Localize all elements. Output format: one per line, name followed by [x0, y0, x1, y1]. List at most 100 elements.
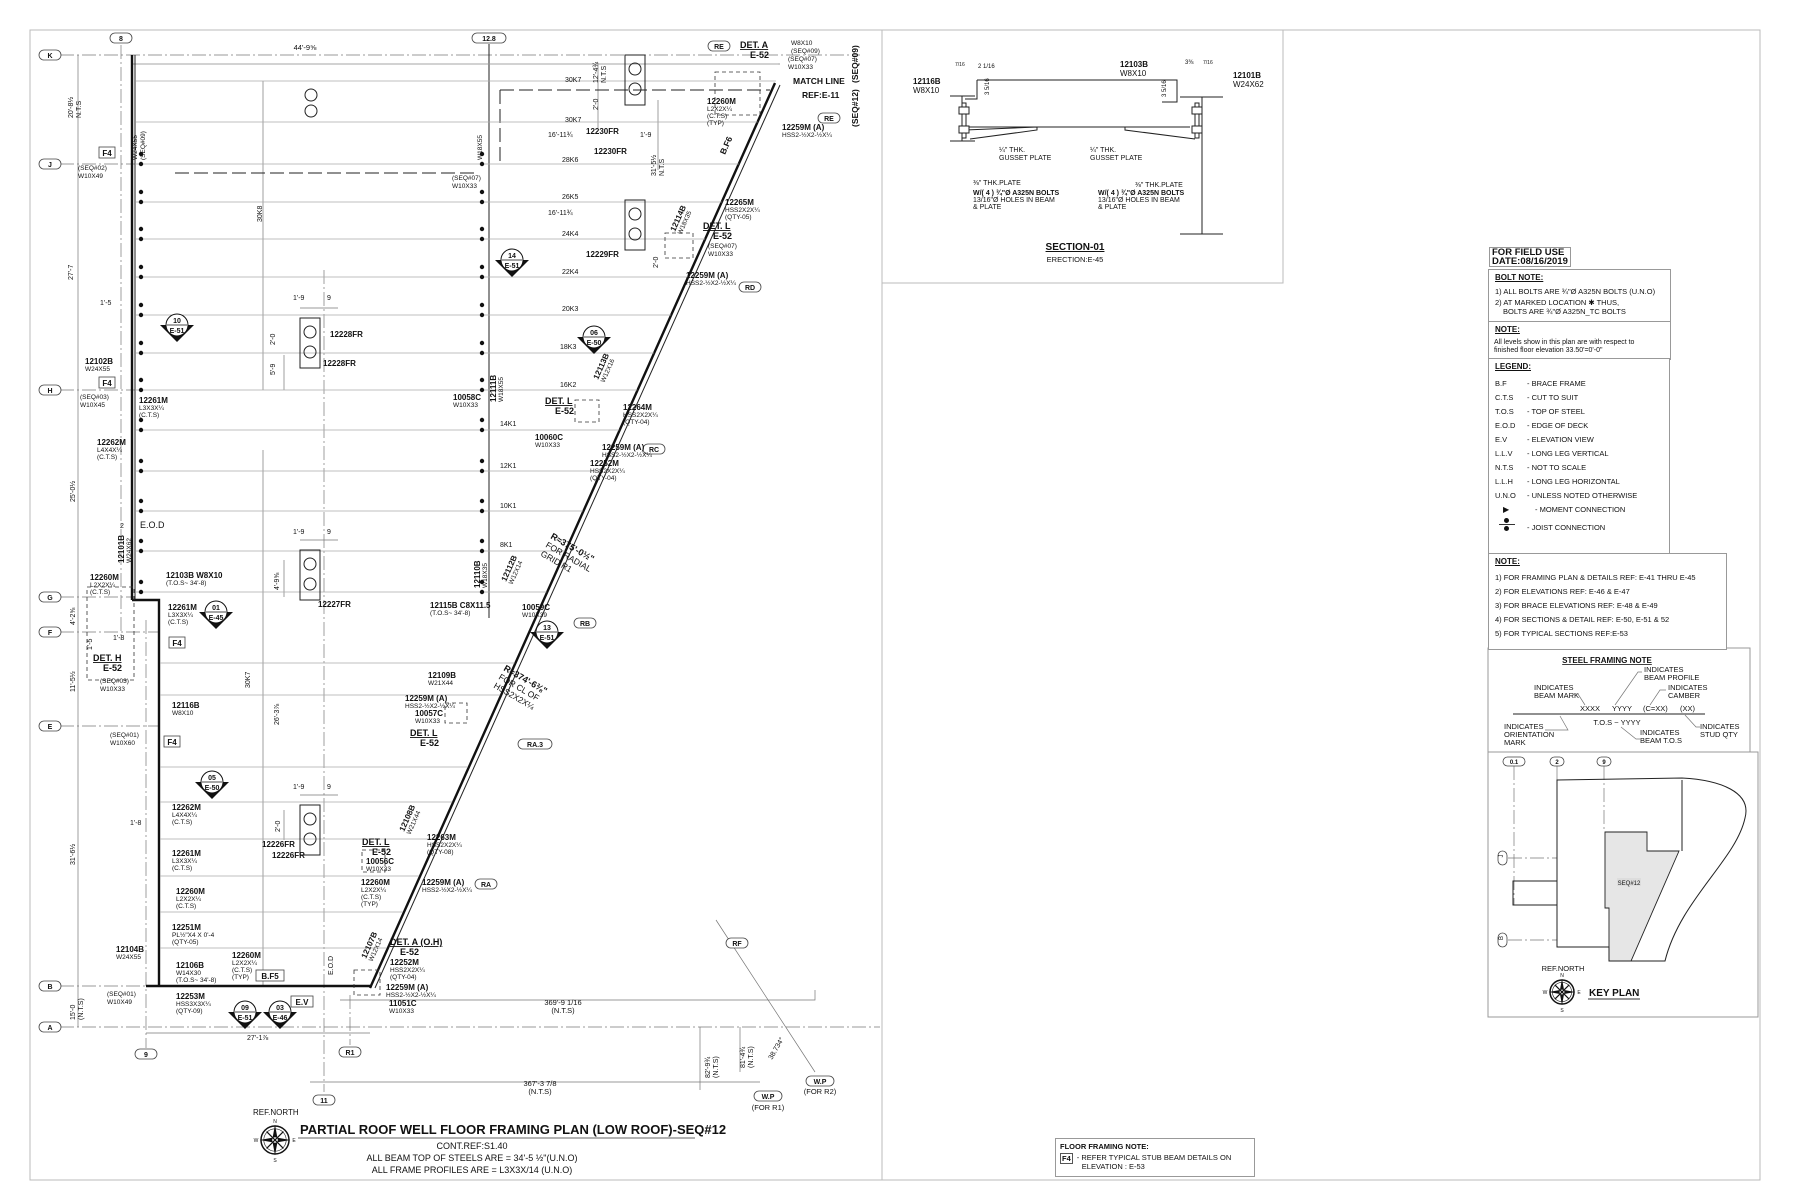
plan-annotation: 12229FR: [586, 250, 619, 259]
plan-annotation: 1'-8: [113, 635, 125, 642]
field-camber: (C=XX): [1643, 704, 1668, 713]
plan-annotation: 12103B W8X10(T.O.S~ 34'-8): [166, 571, 223, 587]
roof-frame-opening: [299, 317, 321, 369]
section-erection-ref: ERECTION:E-45: [1047, 255, 1104, 264]
grid-bubble: [38, 158, 62, 170]
gusset-plate-right: [1124, 127, 1196, 140]
legend-desc: - JOIST CONNECTION: [1527, 523, 1606, 533]
joist-connection-icon: [138, 548, 144, 554]
section-marker: 13E-51: [530, 620, 564, 649]
grid-bubble-label: 11: [320, 1098, 328, 1105]
plan-annotation: 31'-5½N.T.S: [650, 155, 666, 176]
joist-connection-icon: [479, 199, 485, 205]
drain-icon: [303, 557, 317, 571]
reference-item: 2) FOR ELEVATIONS REF: E-46 & E-47: [1495, 586, 1630, 596]
joist-connection-icon: [479, 579, 485, 585]
plan-annotation: 30K8: [257, 206, 264, 222]
plan-annotation: R≈374'-6⅜"FOR CL OFHSS2X2X¼: [492, 663, 549, 713]
key-col-label: 0.1: [1510, 760, 1519, 766]
legend-desc: - EDGE OF DECK: [1527, 420, 1589, 430]
drain-icon: [303, 832, 317, 846]
grid-bubble: [817, 112, 841, 124]
tag-box: [98, 376, 116, 389]
grid-bubble: [707, 40, 731, 52]
grid-bubble-label: 12.8: [482, 36, 496, 43]
plan-annotation: 12114BW18X35: [669, 204, 695, 236]
grid-bubble-label: RA.3: [527, 742, 543, 749]
plan-annotation: (SEQ#03)W10X45: [80, 394, 109, 409]
joist-connection-icon: [138, 538, 144, 544]
plan-annotation: 12110BW18X35: [473, 560, 489, 588]
grid-bubble-label: W.P: [762, 1094, 775, 1101]
grid-bubble: [134, 1048, 158, 1060]
floor-note-text: ELEVATION : E-53: [1081, 1162, 1145, 1171]
plan-annotation: 2'-0: [270, 333, 277, 345]
plan-annotation: 26K5: [562, 194, 578, 201]
detail-callout-box: [714, 71, 761, 116]
levels-note-heading: NOTE:: [1495, 325, 1520, 334]
dim-label: 3 5/16: [1162, 80, 1168, 97]
key-row-label: B: [1499, 936, 1505, 940]
frame-note: ALL FRAME PROFILES ARE = L3X3X/14 (U.N.O…: [372, 1165, 573, 1175]
levels-note-text: finished floor elevation 33.50'=0'-0": [1494, 346, 1603, 354]
tos-field: T.O.S ~ YYYY: [1593, 718, 1640, 727]
compass-w-label: W: [1543, 990, 1548, 996]
section-marker-sheet: E-46: [273, 1015, 288, 1022]
legend-desc: - BRACE FRAME: [1527, 378, 1586, 388]
top-beam-mark: 12103B: [1120, 60, 1148, 69]
grid-bubble-label: B: [47, 984, 52, 991]
plan-annotation: 12227FR: [318, 600, 351, 609]
section-marker-number: 06: [590, 330, 598, 337]
plan-annotation: 12108BW21X44: [398, 803, 424, 835]
plan-annotation: 367'-3 7/8(N.T.S): [523, 1079, 556, 1096]
floor-note-text: - REFER TYPICAL STUB BEAM DETAILS ON: [1076, 1153, 1232, 1162]
legend-desc: - TOP OF STEEL: [1527, 406, 1585, 416]
plan-annotation: 1'-9: [640, 132, 652, 139]
drain-icon: [628, 62, 642, 76]
legend-item: L.L.V- LONG LEG VERTICAL: [1495, 449, 1669, 458]
plan-annotation: 12113BW12X16: [592, 352, 618, 384]
references-heading: NOTE:: [1495, 557, 1520, 566]
plan-annotation: 369'-9 1/16(N.T.S): [544, 998, 581, 1015]
plan-annotation: 12228FR: [330, 330, 363, 339]
grid-bubble-label: K: [47, 53, 52, 60]
drain-icon: [628, 227, 642, 241]
beam-line-9: [132, 598, 161, 985]
roof-frame-opening: [299, 804, 321, 856]
grid-bubble-label: G: [47, 595, 53, 602]
plan-annotation: 12259M (A)HSS2-½X2-½X¼: [602, 443, 652, 459]
joist-connection-icon: [138, 387, 144, 393]
grid-bubble-label: J: [48, 162, 52, 169]
legend-abbr: N.T.S: [1495, 462, 1514, 472]
grid-bubble: [109, 32, 133, 44]
field-xxxx: XXXX: [1580, 704, 1600, 713]
plan-annotation: 20K3: [562, 306, 578, 313]
section-marker-sheet: E-51: [170, 328, 185, 335]
grid-bubble: [38, 591, 62, 603]
plan-annotation: 12259M (A)HSS2-½X2-½X¼: [686, 271, 736, 287]
radial-brace-line-offset: [374, 84, 781, 989]
section-marker-number: 01: [212, 605, 220, 612]
bolt-note-item: BOLTS ARE ¾"Ø A325N_TC BOLTS: [1503, 306, 1626, 316]
grid-bubble: [38, 384, 62, 396]
plan-annotation: 12228FR: [323, 359, 356, 368]
floor-framing-note: FLOOR FRAMING NOTE: F4 - REFER TYPICAL S…: [1055, 1138, 1255, 1177]
plan-annotation: 12259M (A)HSS2-½X2-½X¼: [422, 878, 472, 894]
plan-annotation: 25'-0½: [69, 481, 77, 502]
plan-annotation: 1'-5: [100, 300, 112, 307]
compass-n-label: N: [273, 1119, 277, 1125]
legend-desc: - NOT TO SCALE: [1527, 462, 1587, 472]
joist-connection-icon: [479, 161, 485, 167]
joist-connection-icon: [138, 226, 144, 232]
